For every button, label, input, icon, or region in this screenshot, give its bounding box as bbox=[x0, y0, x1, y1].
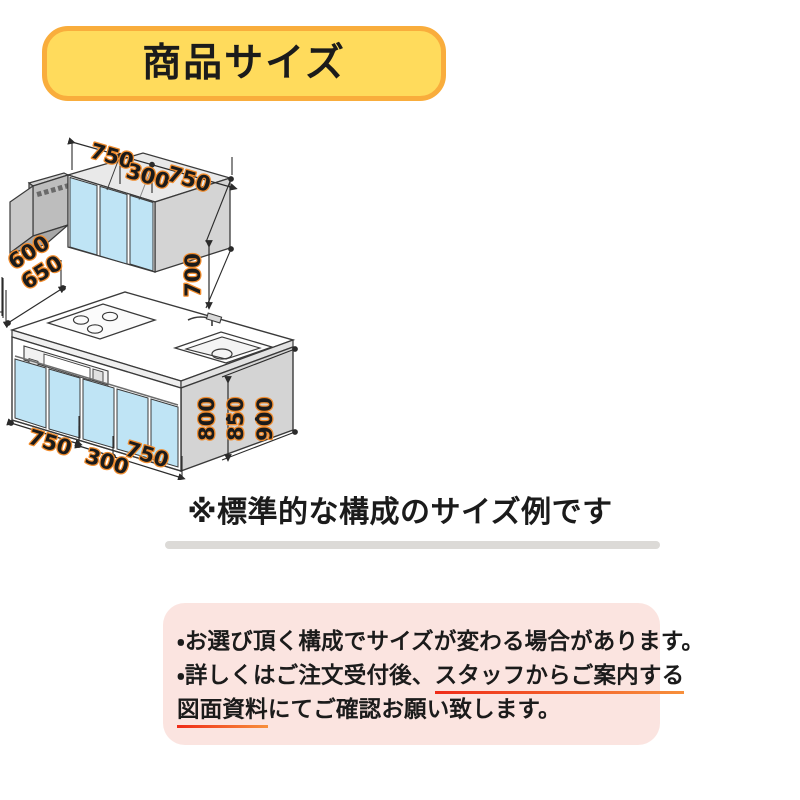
lower-width-dimension-lower bbox=[74, 426, 186, 480]
faucet bbox=[187, 312, 223, 326]
burner-rear-right bbox=[101, 311, 119, 322]
notice-bullet-1: ・ bbox=[177, 629, 185, 655]
kitchen-diagram-svg: 750 300 750 700 bbox=[0, 137, 298, 480]
section-divider bbox=[165, 541, 660, 549]
notice-emphasis-2: 図面資料 bbox=[177, 693, 268, 728]
size-example-caption: ※標準的な構成のサイズ例です bbox=[187, 495, 613, 530]
notice-line-2: ・詳しくはご注文受付後、スタッフからご案内する bbox=[177, 659, 684, 694]
sink-drain bbox=[211, 348, 233, 360]
depth-dimension-geometry bbox=[2, 260, 67, 329]
door-handles bbox=[14, 355, 179, 406]
dim-height-dot-2 bbox=[254, 416, 260, 422]
depth-dim-line bbox=[2, 280, 4, 318]
dim-height-dot-1 bbox=[225, 416, 231, 422]
upper-dimension-lines bbox=[67, 137, 238, 193]
notice-box: ・お選び頂く構成でサイズが変わる場合があります。 ・詳しくはご注文受付後、スタッ… bbox=[163, 603, 704, 745]
section-title-badge: 商品サイズ bbox=[42, 26, 446, 101]
notice-text-3: にてご確認お願い致します。 bbox=[267, 697, 561, 723]
lower-counter-group bbox=[9, 291, 296, 473]
notice-text-2: 詳しくはご注文受付後、 bbox=[184, 663, 435, 689]
dim-depth-separator-dot bbox=[50, 267, 56, 273]
notice-emphasis-1: スタッフからご案内する bbox=[434, 659, 685, 694]
notice-text-1: お選び頂く構成でサイズが変わる場合があります。 bbox=[184, 629, 705, 655]
notice-line-3: 図面資料にてご確認お願い致します。 bbox=[177, 693, 660, 728]
burner-front bbox=[86, 324, 104, 334]
upper-height-dimension bbox=[205, 176, 234, 310]
product-size-diagram: 750 300 750 700 bbox=[0, 130, 800, 480]
lower-height-labels: 800 850 900 bbox=[194, 396, 279, 442]
burner-rear-left bbox=[72, 315, 90, 325]
cooktop bbox=[45, 303, 158, 340]
notice-line-1: ・お選び頂く構成でサイズが変わる場合があります。 bbox=[177, 625, 704, 659]
sink bbox=[172, 312, 275, 364]
upper-cabinet-doors bbox=[69, 176, 154, 272]
page-title: 商品サイズ bbox=[142, 41, 346, 86]
notice-bullet-2: ・ bbox=[177, 663, 185, 689]
dim-lower-height-1: 800 bbox=[195, 397, 219, 441]
dim-upper-height: 700 bbox=[181, 253, 205, 297]
